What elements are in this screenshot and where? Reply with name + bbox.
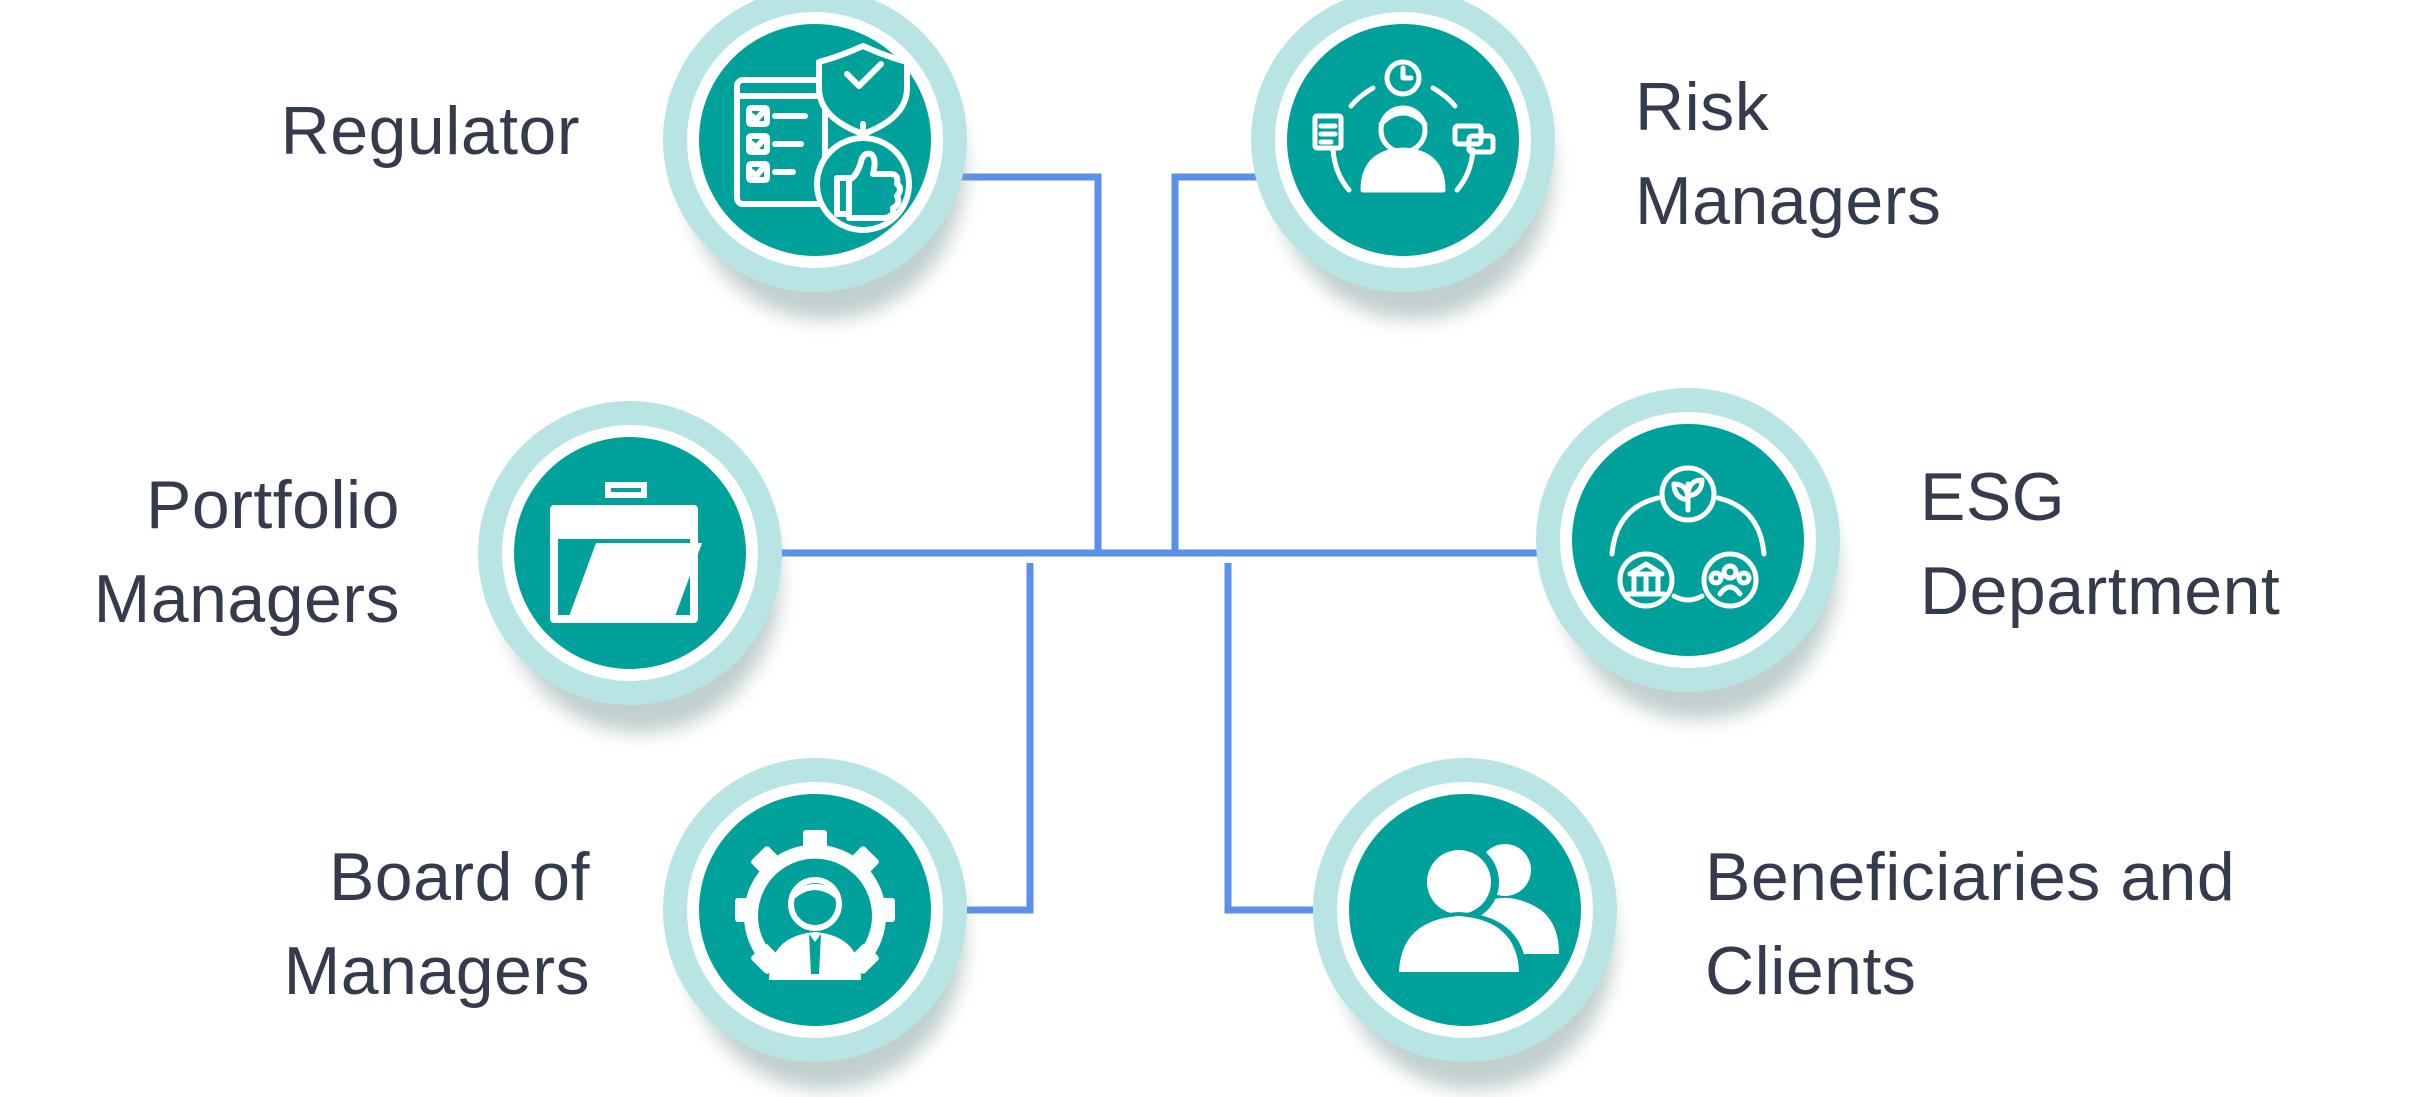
node-portfolio bbox=[478, 401, 782, 733]
label-beneficiaries-and-clients: Beneficiaries and Clients bbox=[1705, 839, 2236, 1009]
node-beneficiaries bbox=[1313, 758, 1617, 1090]
node-board bbox=[663, 758, 967, 1090]
checklist-shield-thumbs-up-icon bbox=[734, 43, 912, 233]
gear-person-icon bbox=[735, 830, 895, 980]
label-risk-managers: Risk Managers bbox=[1635, 69, 1942, 239]
node-regulator bbox=[663, 0, 967, 320]
two-people-icon bbox=[1391, 842, 1559, 978]
label-portfolio-managers: Portfolio Managers bbox=[93, 467, 400, 637]
node-risk bbox=[1251, 0, 1555, 320]
label-esg-department: ESG Department bbox=[1920, 459, 2281, 629]
node-core bbox=[1287, 24, 1519, 256]
connector-regulator bbox=[935, 173, 1102, 553]
node-esg bbox=[1536, 388, 1840, 720]
connector-risk bbox=[1171, 173, 1283, 553]
node-core bbox=[699, 794, 931, 1026]
folder-icon bbox=[550, 482, 702, 623]
leaf-bank-community-cycle-icon bbox=[1609, 465, 1767, 609]
label-regulator: Regulator bbox=[280, 93, 580, 169]
connector-beneficiaries bbox=[1224, 563, 1345, 914]
person-clock-document-chat-icon bbox=[1312, 59, 1496, 193]
label-board-of-managers: Board of Managers bbox=[283, 839, 590, 1009]
node-core bbox=[1572, 424, 1804, 656]
